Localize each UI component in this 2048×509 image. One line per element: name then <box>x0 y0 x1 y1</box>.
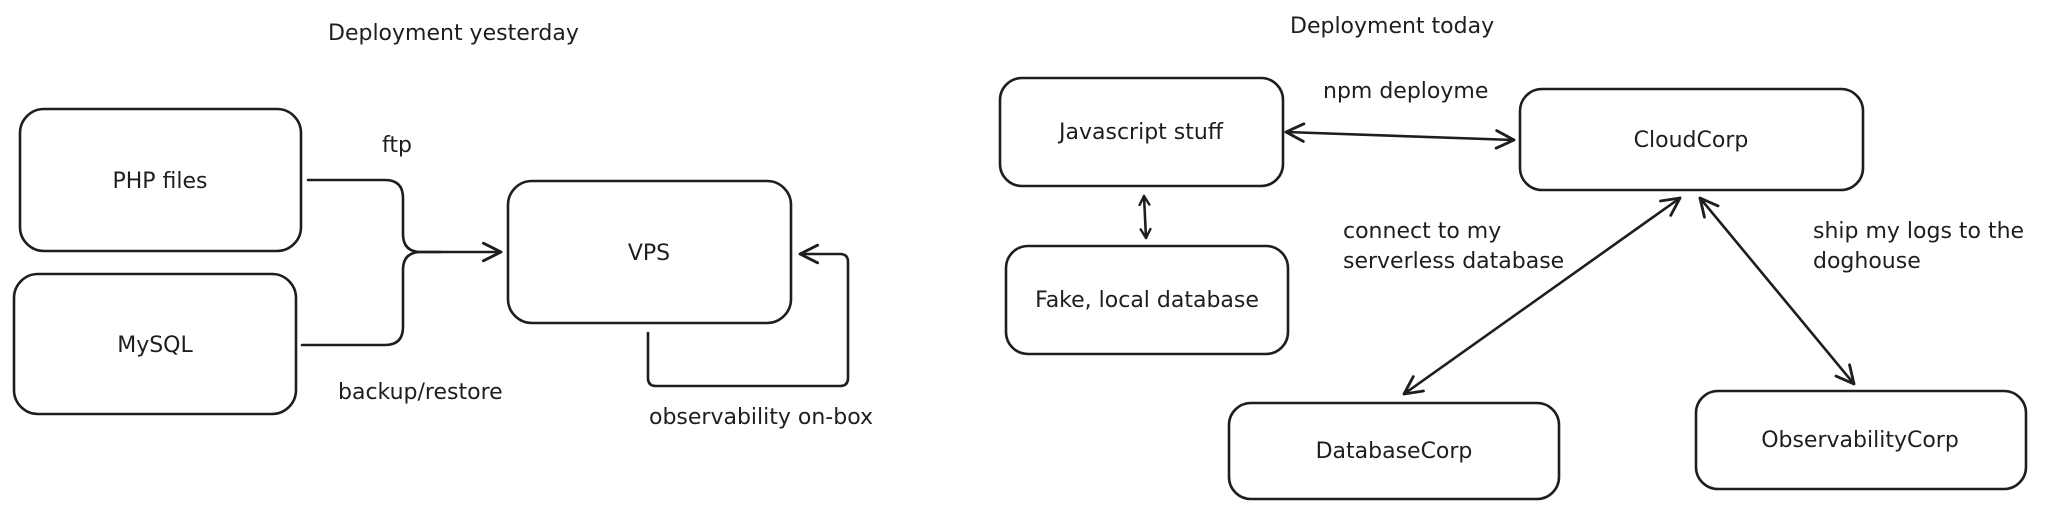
npm-deploy-label: npm deployme <box>1323 79 1488 104</box>
ship-logs-label-line1: ship my logs to the <box>1813 219 2024 244</box>
today-title: Deployment today <box>1290 14 1494 39</box>
vps-label: VPS <box>628 241 670 266</box>
ftp-connector <box>306 178 442 254</box>
local-db-arrow <box>1144 194 1146 240</box>
connect-label-line2: serverless database <box>1343 249 1564 274</box>
connect-label-line1: connect to my <box>1343 219 1501 244</box>
observability-loop <box>646 243 850 388</box>
databasecorp-label: DatabaseCorp <box>1316 439 1473 464</box>
serverless-db-arrow <box>1402 196 1682 396</box>
backup-connector <box>300 250 442 347</box>
ship-logs-arrow <box>1698 196 1856 386</box>
javascript-stuff-label: Javascript stuff <box>1057 120 1224 145</box>
observabilitycorp-node: ObservabilityCorp <box>1694 389 2028 491</box>
vps-node: VPS <box>506 179 793 325</box>
cloudcorp-node: CloudCorp <box>1518 87 1865 192</box>
ship-logs-label-line2: doghouse <box>1813 249 1921 274</box>
observabilitycorp-label: ObservabilityCorp <box>1761 428 1959 453</box>
databasecorp-node: DatabaseCorp <box>1227 401 1561 501</box>
php-files-label: PHP files <box>112 169 207 194</box>
observability-label: observability on-box <box>649 405 873 430</box>
npm-deploy-arrow <box>1284 122 1516 150</box>
fake-database-node: Fake, local database <box>1004 244 1290 356</box>
javascript-stuff-node: Javascript stuff <box>998 76 1285 188</box>
ftp-label: ftp <box>382 133 412 158</box>
cloudcorp-label: CloudCorp <box>1634 128 1749 153</box>
yesterday-title: Deployment yesterday <box>328 21 579 46</box>
php-files-node: PHP files <box>18 107 303 253</box>
mysql-label: MySQL <box>117 333 193 358</box>
backup-label: backup/restore <box>338 380 503 405</box>
mysql-node: MySQL <box>12 272 298 416</box>
fake-database-label: Fake, local database <box>1035 288 1259 313</box>
